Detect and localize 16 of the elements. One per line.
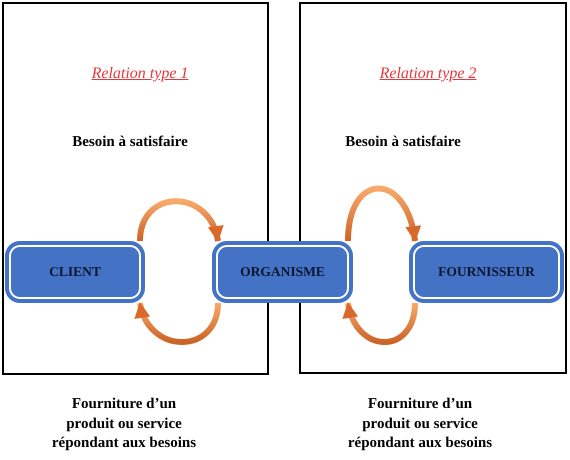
node-label: ORGANISME bbox=[240, 264, 325, 280]
caption-text: Fourniture d’un produit ou service répondant aux besoins bbox=[346, 395, 494, 453]
curved-arrow bbox=[136, 302, 221, 345]
panel-subtitle: Besoin à satisfaire bbox=[72, 133, 188, 152]
panel-subtitle: Besoin à satisfaire bbox=[345, 133, 461, 152]
panel-title: Relation type 1 bbox=[92, 64, 188, 84]
curved-arrow bbox=[344, 302, 418, 345]
panel-title: Relation type 2 bbox=[380, 64, 476, 84]
process-box bbox=[212, 241, 353, 303]
curved-arrow bbox=[345, 186, 420, 242]
process-box bbox=[409, 241, 564, 303]
caption-text: Fourniture d’un produit ou service répondant aux besoins bbox=[50, 395, 198, 453]
node-label: CLIENT bbox=[49, 264, 101, 280]
curved-arrow bbox=[137, 198, 222, 242]
process-box bbox=[5, 241, 145, 303]
node-label: FOURNISSEUR bbox=[438, 264, 535, 280]
